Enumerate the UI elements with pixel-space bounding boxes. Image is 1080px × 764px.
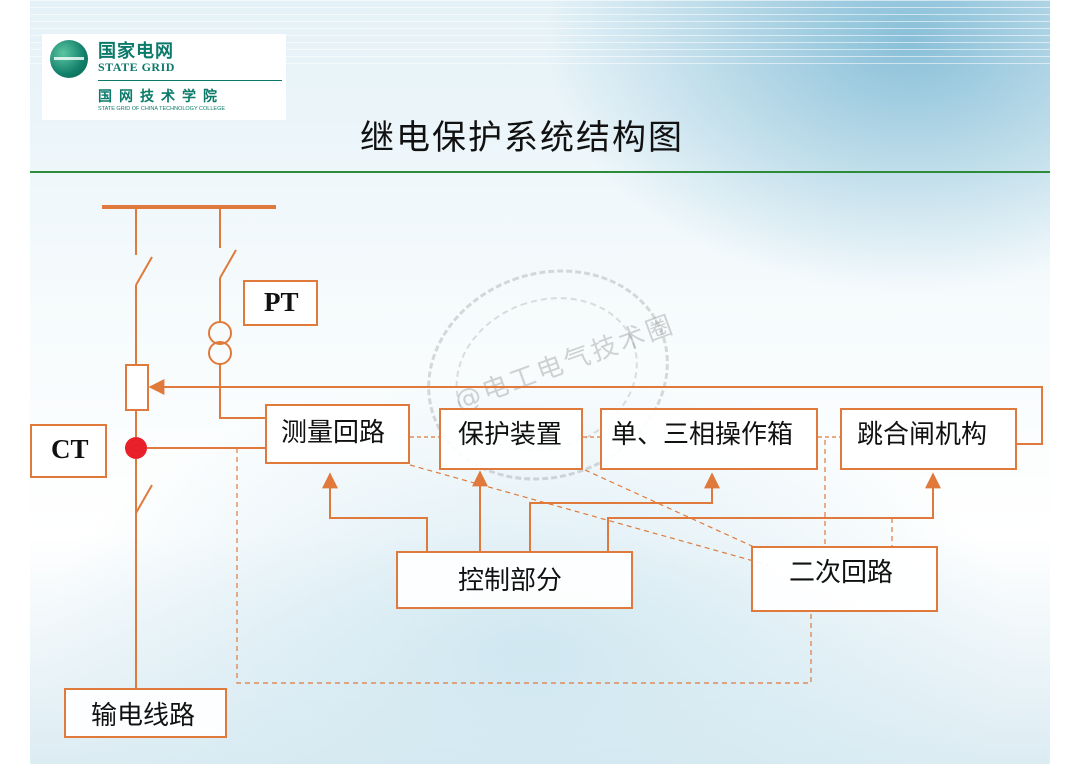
operation-box: 单、三相操作箱 <box>600 408 818 470</box>
pt-to-measuring <box>219 364 265 419</box>
title-divider <box>30 171 1050 173</box>
ct-label: CT <box>51 434 89 464</box>
secondary-circuit-box: 二次回路 <box>751 546 938 612</box>
measuring-circuit-label: 测量回路 <box>281 418 386 448</box>
logo-name-cn: 国家电网 <box>98 41 174 62</box>
logo-college-cn: 国网技术学院 <box>98 89 224 105</box>
diagram-wires <box>102 205 1043 688</box>
secondary-return-loop <box>236 448 812 684</box>
secondary-link-measuring <box>409 464 769 566</box>
transmission-line-label: 输电线路 <box>91 701 196 731</box>
disconnect-switch-upper <box>135 256 153 286</box>
logo-college-en: STATE GRID OF CHINA TECHNOLOGY COLLEGE <box>98 106 226 112</box>
ct-box: CT <box>30 424 107 478</box>
secondary-circuit-label: 二次回路 <box>789 558 894 588</box>
circuit-breaker-dot <box>125 437 147 459</box>
operation-box-label: 单、三相操作箱 <box>611 420 794 450</box>
breaker-mechanism-box: 跳合闸机构 <box>840 408 1017 470</box>
control-to-measuring <box>322 472 428 551</box>
pt-box: PT <box>243 280 318 326</box>
disconnect-switch-lower <box>135 484 153 514</box>
control-part-box: 控制部分 <box>396 551 633 609</box>
slide-title: 继电保护系统结构图 <box>360 118 684 158</box>
pt-switch <box>219 249 237 279</box>
measuring-circuit-box: 测量回路 <box>265 404 410 464</box>
current-transformer <box>125 364 149 411</box>
protection-device-label: 保护装置 <box>458 420 563 450</box>
control-to-breaker <box>607 472 941 551</box>
pt-label: PT <box>264 287 299 317</box>
protection-device-box: 保护装置 <box>439 408 583 470</box>
control-part-label: 控制部分 <box>458 566 563 596</box>
globe-icon <box>50 40 88 78</box>
logo-name-en: STATE GRID <box>98 60 175 74</box>
control-to-operation-box <box>529 472 720 551</box>
transmission-line-box: 输电线路 <box>64 688 227 738</box>
trip-feedback-loop <box>148 379 1043 445</box>
pt-coil-lower <box>208 341 232 365</box>
breaker-mechanism-label: 跳合闸机构 <box>857 420 988 450</box>
secondary-link-protection <box>584 469 766 553</box>
slide: 国家电网 STATE GRID 国网技术学院 STATE GRID OF CHI… <box>30 0 1050 764</box>
logo: 国家电网 STATE GRID 国网技术学院 STATE GRID OF CHI… <box>42 34 286 120</box>
logo-divider <box>98 80 282 81</box>
pt-coil-upper <box>208 321 232 345</box>
